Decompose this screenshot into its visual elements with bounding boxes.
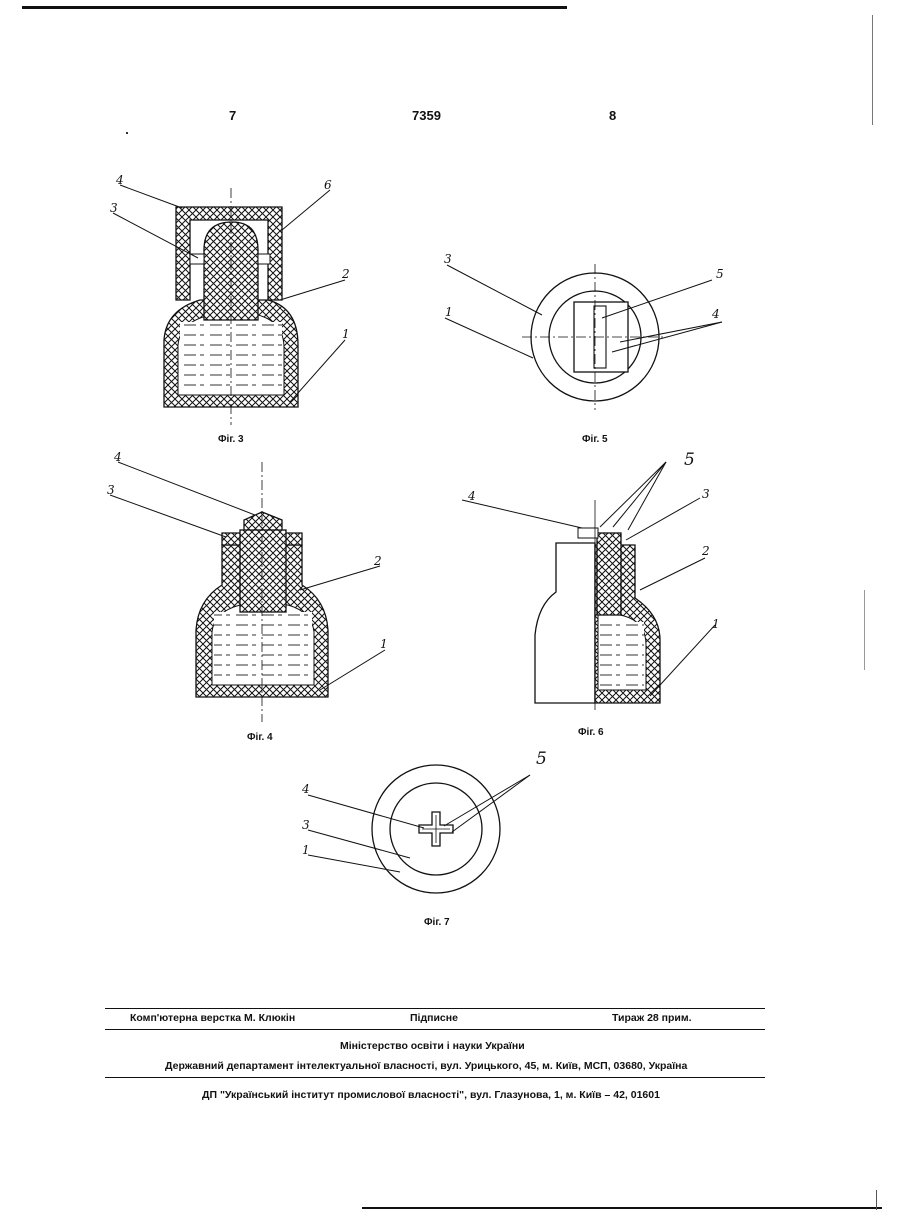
footer-rule-mid (105, 1029, 765, 1030)
fig7-label-3: 3 (302, 818, 310, 832)
footer-subscription: Підписне (410, 1012, 458, 1024)
fig7-label-4: 4 (301, 782, 310, 796)
footer-department: Державний департамент інтелектуальної вл… (165, 1060, 687, 1072)
footer-rule-bottom (105, 1077, 765, 1078)
fig7-label-1: 1 (302, 843, 310, 857)
figure-7-caption: Фіг. 7 (424, 917, 450, 928)
footer-rule-top (105, 1008, 765, 1009)
footer-circulation: Тираж 28 прим. (612, 1012, 692, 1024)
footer-ministry: Міністерство освіти і науки України (340, 1040, 525, 1052)
footer-typesetter: Комп'ютерна верстка М. Клюкін (130, 1012, 295, 1024)
footer-institute: ДП "Український інститут промислової вла… (202, 1089, 660, 1101)
fig7-label-5: 5 (536, 749, 547, 769)
